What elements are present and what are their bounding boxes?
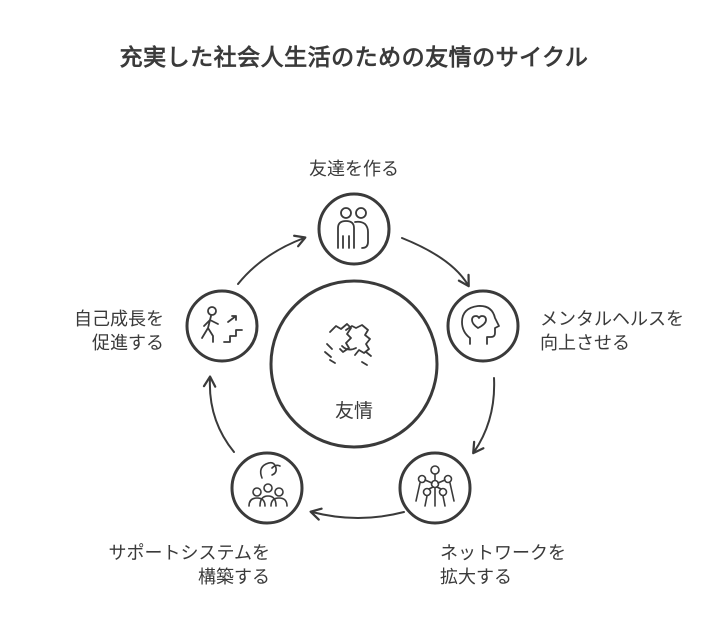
handshake-icon xyxy=(324,323,372,366)
step-label-network: ネットワークを 拡大する xyxy=(440,543,566,588)
center-circle xyxy=(269,279,439,449)
step-label-growth: 自己成長を 促進する xyxy=(74,309,164,354)
two-people-icon xyxy=(337,207,369,249)
step-label-mental-health: メンタルヘルスを 向上させる xyxy=(540,309,684,354)
arrow-growth-to-friends xyxy=(237,234,307,285)
network-icon xyxy=(415,465,455,507)
head-heart-icon xyxy=(461,305,500,345)
arrow-friends-to-mental xyxy=(401,237,470,288)
arrow-mental-to-network xyxy=(472,377,496,455)
climbing-stairs-icon xyxy=(201,306,243,343)
arrow-network-to-support xyxy=(309,507,405,521)
arrow-support-to-growth xyxy=(202,375,235,453)
diagram-title: 充実した社会人生活のための友情のサイクル xyxy=(119,45,589,71)
step-circle-growth xyxy=(185,289,259,363)
support-group-icon xyxy=(248,461,288,507)
step-label-support: サポートシステムを 構築する xyxy=(108,543,270,588)
center-label: 友情 xyxy=(334,400,373,422)
step-label-friends: 友達を作る xyxy=(309,159,399,180)
